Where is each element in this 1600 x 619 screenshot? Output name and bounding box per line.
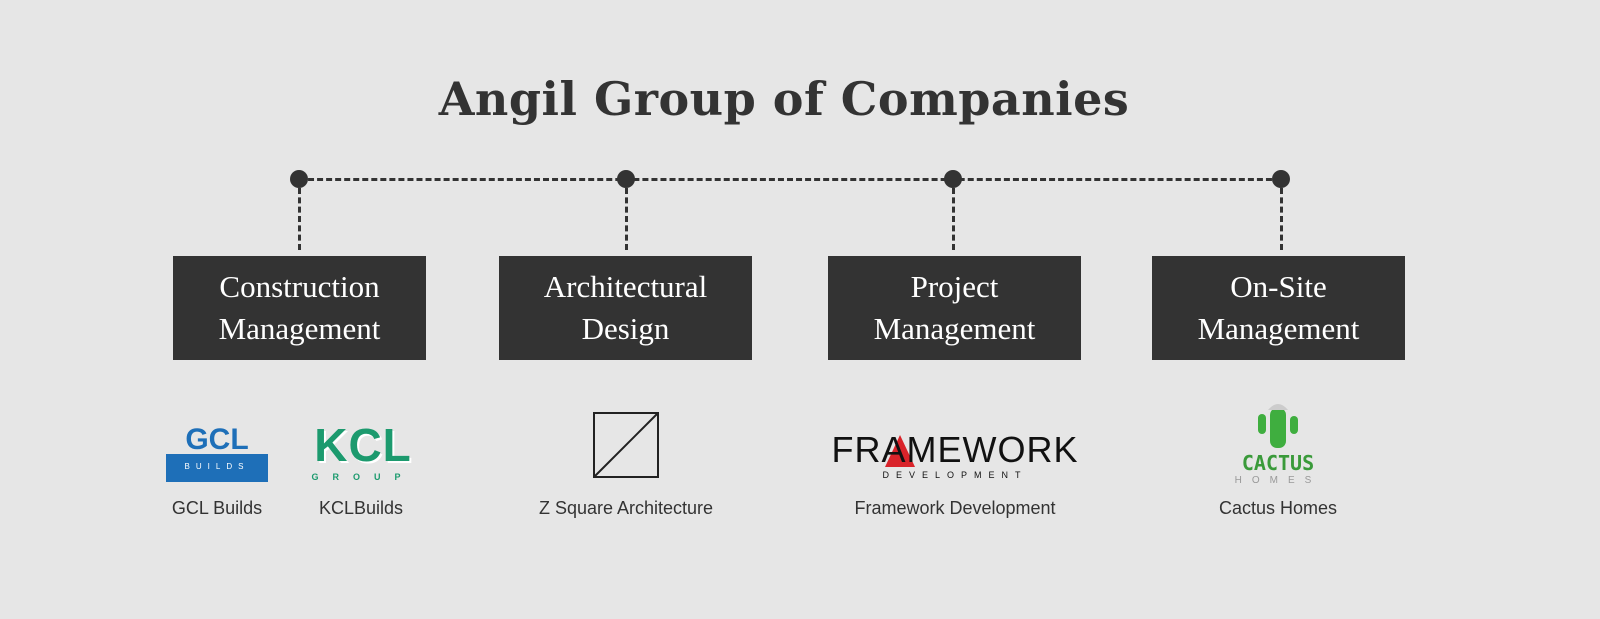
division-label: Project	[910, 269, 999, 304]
division-label: Management	[873, 311, 1036, 346]
node-dot	[1272, 170, 1290, 188]
connector-line	[1280, 188, 1283, 250]
company-name: Cactus Homes	[1218, 498, 1338, 518]
company-name: KCLBuilds	[318, 498, 404, 518]
cactus-icon	[1258, 404, 1298, 448]
cactus-homes-logo: CACTUS HOMES	[1228, 398, 1328, 490]
division-label: Management	[1197, 311, 1360, 346]
node-dot	[944, 170, 962, 188]
division-label: On-Site	[1230, 269, 1327, 304]
company-name: Z Square Architecture	[538, 498, 714, 518]
node-dot	[290, 170, 308, 188]
division-label: Architectural	[543, 269, 708, 304]
company-name: GCL Builds	[171, 498, 263, 518]
division-label: Management	[218, 311, 381, 346]
division-label: Design	[581, 311, 670, 346]
company-name: Framework Development	[854, 498, 1056, 518]
connector-line	[625, 188, 628, 250]
gcl-builds-logo: GCL BUILDS	[166, 424, 268, 482]
division-label: Construction	[219, 269, 380, 304]
framework-development-logo: FRAMEWORK DEVELOPMENT	[831, 429, 1079, 481]
node-dot	[617, 170, 635, 188]
connector-line	[952, 188, 955, 250]
triangle-icon	[885, 435, 915, 467]
z-square-logo	[593, 412, 659, 478]
connector-line	[298, 188, 301, 250]
page-title: Angil Group of Companies	[438, 72, 1130, 126]
kcl-group-logo: KCL GROUP	[311, 419, 415, 482]
connector-line	[299, 178, 1281, 181]
